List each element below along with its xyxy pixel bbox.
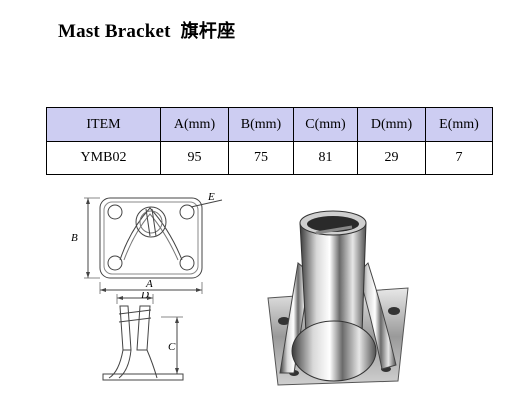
title-english: Mast Bracket — [58, 21, 171, 42]
cell-b: 75 — [228, 141, 294, 175]
cell-d: 29 — [357, 141, 426, 175]
table-header-row: ITEM A(mm) B(mm) C(mm) D(mm) E(mm) — [46, 107, 493, 142]
cell-e: 7 — [425, 141, 493, 175]
dim-label-e: E — [207, 191, 215, 203]
header-a: A(mm) — [160, 107, 229, 142]
header-d: D(mm) — [357, 107, 426, 142]
dim-label-b: B — [71, 232, 78, 244]
dim-label-a: A — [145, 278, 153, 290]
spec-table: ITEM A(mm) B(mm) C(mm) D(mm) E(mm) YMB02… — [46, 107, 493, 175]
cell-item: YMB02 — [46, 141, 161, 175]
cell-c: 81 — [293, 141, 358, 175]
header-b: B(mm) — [228, 107, 294, 142]
header-e: E(mm) — [425, 107, 493, 142]
side-view-drawing: D C — [102, 292, 184, 381]
header-c: C(mm) — [293, 107, 358, 142]
dim-label-d: D — [140, 292, 149, 301]
header-item: ITEM — [46, 107, 161, 142]
table-row: YMB02 95 75 81 29 7 — [46, 141, 493, 175]
cell-a: 95 — [160, 141, 229, 175]
top-view-drawing: B A E — [71, 191, 223, 294]
product-photo — [267, 210, 409, 386]
dim-label-c: C — [168, 341, 176, 353]
page-title: Mast Bracket 旗杆座 — [58, 17, 235, 43]
title-chinese: 旗杆座 — [180, 21, 236, 42]
